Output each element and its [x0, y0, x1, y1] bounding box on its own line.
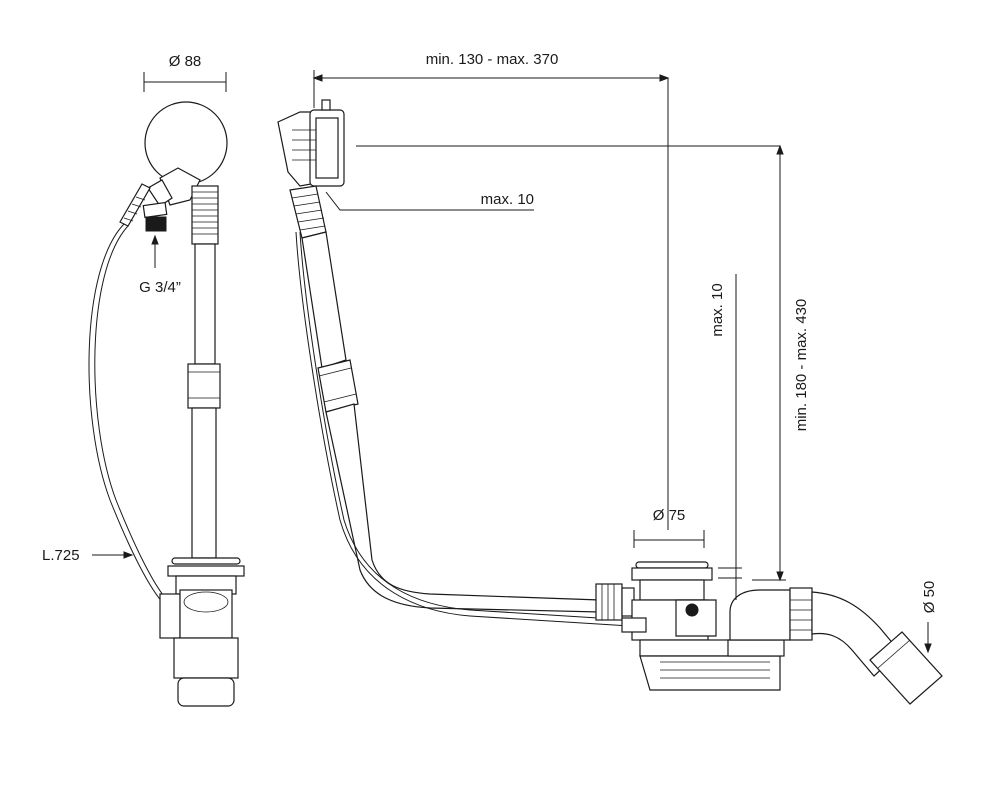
- side-waste-body: [595, 561, 785, 691]
- label-max10-top: max. 10: [481, 191, 534, 208]
- dim-cable-length: L.725: [42, 547, 134, 564]
- side-overflow-tube: [301, 231, 601, 613]
- front-view: Ø 88 G 3/4” L.725: [42, 53, 245, 707]
- overflow-pipe: [187, 185, 221, 559]
- label-diameter-88: Ø 88: [169, 53, 202, 70]
- dim-thread: G 3/4”: [139, 234, 181, 296]
- label-diameter-50: Ø 50: [921, 581, 938, 614]
- side-view: min. 130 - max. 370 max. 10 min. 180 - m…: [277, 51, 943, 705]
- label-adjust-range: min. 130 - max. 370: [426, 51, 559, 68]
- front-waste: [159, 557, 245, 707]
- cable-sleeve: [119, 183, 151, 227]
- dim-diameter-50: Ø 50: [921, 581, 938, 654]
- label-diameter-75: Ø 75: [653, 507, 686, 524]
- side-overflow-head: [277, 99, 345, 187]
- label-max10-side: max. 10: [709, 283, 726, 336]
- dim-diameter-75: Ø 75: [633, 507, 705, 548]
- dim-adjust-range: min. 130 - max. 370: [312, 51, 670, 530]
- side-cable: [295, 231, 631, 627]
- dim-diameter-88: Ø 88: [143, 53, 227, 92]
- label-height-range: min. 180 - max. 430: [793, 299, 810, 432]
- bowden-cable: [88, 223, 166, 606]
- side-neck: [289, 185, 327, 239]
- label-cable-length: L.725: [42, 547, 80, 564]
- side-outlet: [729, 587, 943, 705]
- inlet-fitting: [142, 179, 173, 232]
- dim-height-range: min. 180 - max. 430: [356, 144, 810, 582]
- dim-max10-side: max. 10: [709, 274, 742, 600]
- label-thread: G 3/4”: [139, 279, 181, 296]
- dim-max10-top: max. 10: [325, 191, 534, 211]
